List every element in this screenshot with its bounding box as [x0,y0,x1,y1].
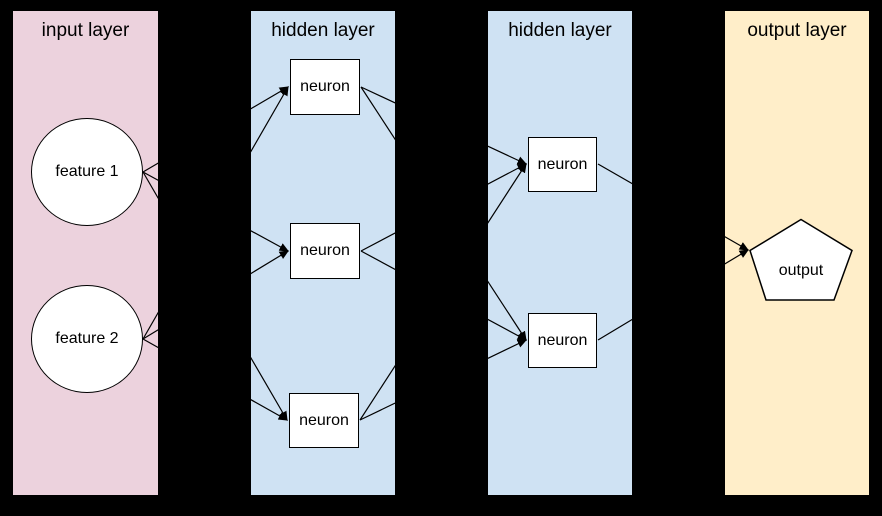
layer-column-input: input layer [13,11,158,495]
node-neuron-4: neuron [528,137,597,192]
layer-title-output: output layer [747,20,847,41]
node-neuron-2-label: neuron [300,242,350,259]
node-feature-2-label: feature 2 [55,330,119,347]
node-neuron-2: neuron [290,223,360,279]
node-neuron-1: neuron [290,59,360,115]
node-neuron-3-label: neuron [299,411,349,429]
layer-title-hidden-1: hidden layer [271,20,375,41]
layer-column-output: output layer [725,11,869,495]
layer-title-hidden-2: hidden layer [508,20,612,41]
node-neuron-5: neuron [528,313,597,368]
layer-title-input: input layer [41,20,130,41]
node-neuron-1-label: neuron [300,78,350,95]
node-neuron-4-label: neuron [537,155,588,173]
node-feature-1: feature 1 [31,118,143,226]
node-neuron-5-label: neuron [537,331,588,349]
layer-column-hidden-2: hidden layer [488,11,632,495]
node-feature-1-label: feature 1 [55,163,119,180]
node-feature-2: feature 2 [31,285,143,393]
node-neuron-3: neuron [289,393,359,448]
